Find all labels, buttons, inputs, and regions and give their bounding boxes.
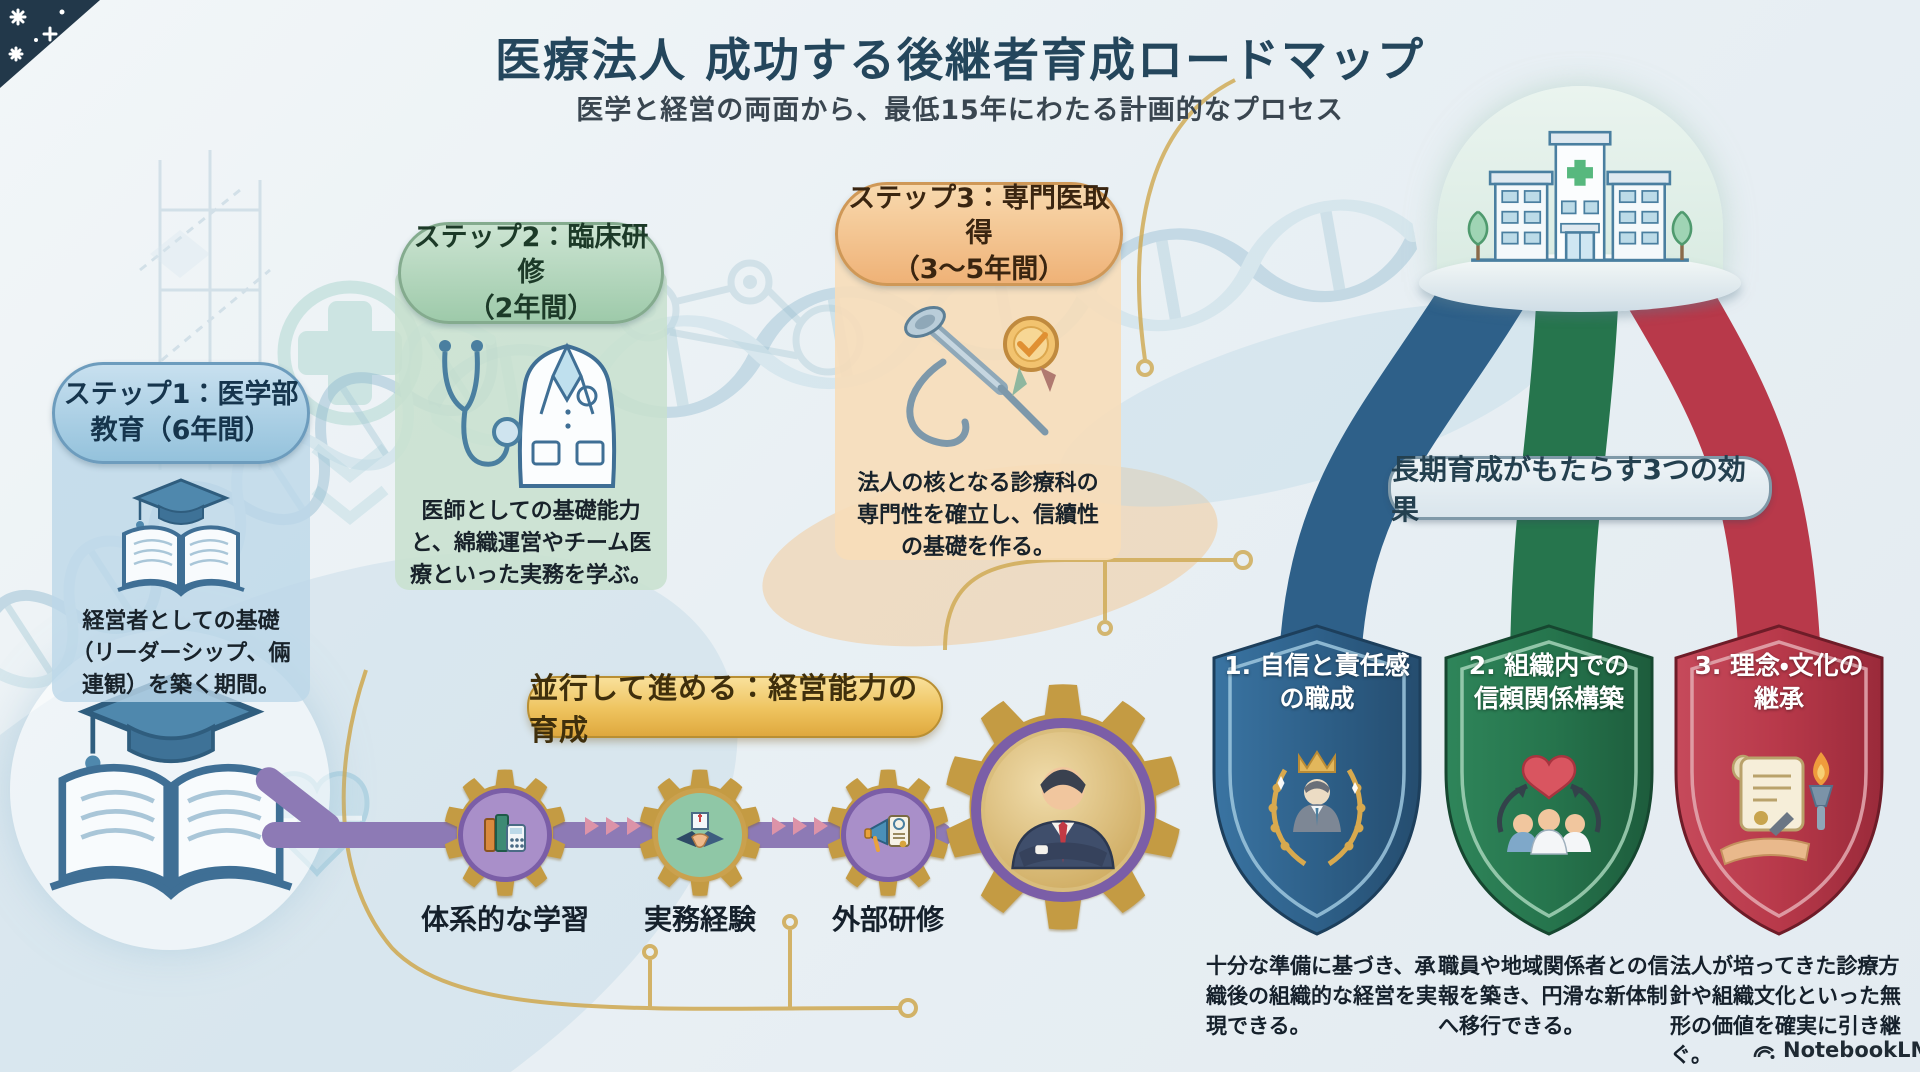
shield-effect-2: 2. 組織内での 信頼関係構築 bbox=[1440, 622, 1658, 940]
shield-effect-1: 1. 自信と責任感 の職成 bbox=[1208, 622, 1426, 940]
gear1-label: 体系的な学習 bbox=[420, 903, 589, 936]
step3-description: 法人の核となる診療科の専門性を確立し、信續性の基礎を作る。 bbox=[856, 471, 1099, 560]
step2-header-line1: ステップ2：臨床研修 bbox=[413, 221, 649, 289]
step3-header-line1: ステップ3：専門医取得 bbox=[848, 182, 1110, 250]
watermark-text: NotebookLM bbox=[1783, 1038, 1920, 1062]
effect1-title: 1. 自信と責任感 の職成 bbox=[1208, 650, 1426, 715]
step3-header-line2: （3〜5年間） bbox=[892, 253, 1066, 285]
shield-shape bbox=[1444, 624, 1654, 936]
notebooklm-logo-icon bbox=[1753, 1046, 1775, 1059]
shield-shape bbox=[1212, 624, 1422, 936]
page-title: 医療法人 成功する後継者育成ロードマップ bbox=[494, 33, 1425, 87]
step1-header-line1: ステップ1：医学部 bbox=[63, 379, 299, 411]
open-book-graduation-cap-icon bbox=[117, 478, 245, 597]
gear-practical-experience: ⚙ bbox=[615, 750, 785, 920]
effect2-description: 職員や地域関係者との信報を築き、円滑な新体制へ移行できる。 bbox=[1438, 954, 1669, 1038]
effect3-title-line1: 3. 理念・文化の bbox=[1694, 651, 1864, 680]
effect3-title: 3. 理念・文化の 継承 bbox=[1670, 650, 1888, 715]
gear1-core bbox=[458, 788, 552, 882]
step2-card: ステップ2：臨床研修 （2年間） 医師としての基礎能力と、綿織運営やチーム医療と… bbox=[395, 222, 667, 590]
step2-header-line2: （2年間） bbox=[467, 292, 595, 324]
shield-effect-3: 3. 理念・文化の 継承 bbox=[1670, 622, 1888, 940]
effect3-title-line2: 継承 bbox=[1753, 683, 1804, 713]
step3-icon-wrap bbox=[835, 292, 1121, 462]
effect2-title: 2. 組織内での 信頼関係構築 bbox=[1440, 650, 1658, 715]
books-calculator-icon bbox=[484, 814, 526, 852]
hospital-building-icon bbox=[1467, 130, 1693, 262]
step2-icon-wrap bbox=[395, 330, 667, 490]
step3-card: ステップ3：専門医取得 （3〜5年間） 法人の核となる診療科の専門性を確立し、信… bbox=[835, 182, 1123, 560]
step2-description: 医師としての基礎能力と、綿織運営やチーム医療といった実務を学ぶ。 bbox=[409, 499, 652, 588]
page-subtitle: 医学と経営の両面から、最低15年にわたる計画的なプロセス bbox=[576, 95, 1344, 126]
step1-icon-wrap bbox=[52, 472, 310, 602]
step2-header: ステップ2：臨床研修 （2年間） bbox=[398, 222, 664, 324]
effect2-title-line2: 信頼関係構築 bbox=[1473, 683, 1624, 713]
effect1-title-line1: 1. 自信と責任感 bbox=[1224, 651, 1410, 680]
executive-goal-gear: ⚙ bbox=[898, 645, 1228, 975]
step1-header: ステップ1：医学部 教育（6年間） bbox=[52, 362, 310, 464]
step1-description: 経営者としての基礎（リーダーシップ、倆連観）を築く期間。 bbox=[71, 609, 291, 698]
gear-systematic-learning: ⚙ bbox=[420, 750, 590, 920]
executive-gear-core bbox=[971, 718, 1155, 902]
hospital-dome bbox=[1419, 86, 1741, 326]
gear2-core bbox=[653, 788, 747, 882]
shield-shape bbox=[1674, 624, 1884, 936]
step1-card: ステップ1：医学部 教育（6年間） 経営者としての基礎（リーダーシップ、倆連観）… bbox=[52, 362, 310, 702]
medical-scope-certification-medal-icon bbox=[904, 306, 1059, 447]
handshake-hospital-icon bbox=[676, 812, 724, 848]
step3-header: ステップ3：専門医取得 （3〜5年間） bbox=[835, 182, 1123, 286]
effect2-title-line1: 2. 組織内での bbox=[1468, 651, 1630, 680]
notebooklm-watermark: NotebookLM bbox=[1752, 1038, 1920, 1062]
effect1-description: 十分な準備に基づき、承織後の組織的な経営を実現できる。 bbox=[1206, 954, 1437, 1038]
effects-banner: 長期育成がもたらす3つの効果 bbox=[1388, 453, 1772, 526]
effect1-title-line2: の職成 bbox=[1279, 683, 1355, 713]
step1-header-line2: 教育（6年間） bbox=[90, 415, 272, 446]
gear2-label: 実務経験 bbox=[643, 903, 756, 936]
stethoscope-lab-coat-icon bbox=[439, 340, 617, 488]
parallel-track-banner: 並行して進める：経営能力の育成 bbox=[527, 671, 943, 747]
effect3-description: 法人が培ってきた診療方針や組織文化といった無形の価値を確実に引き継ぐ。 bbox=[1670, 954, 1901, 1068]
executive-portrait-icon bbox=[1011, 767, 1115, 870]
